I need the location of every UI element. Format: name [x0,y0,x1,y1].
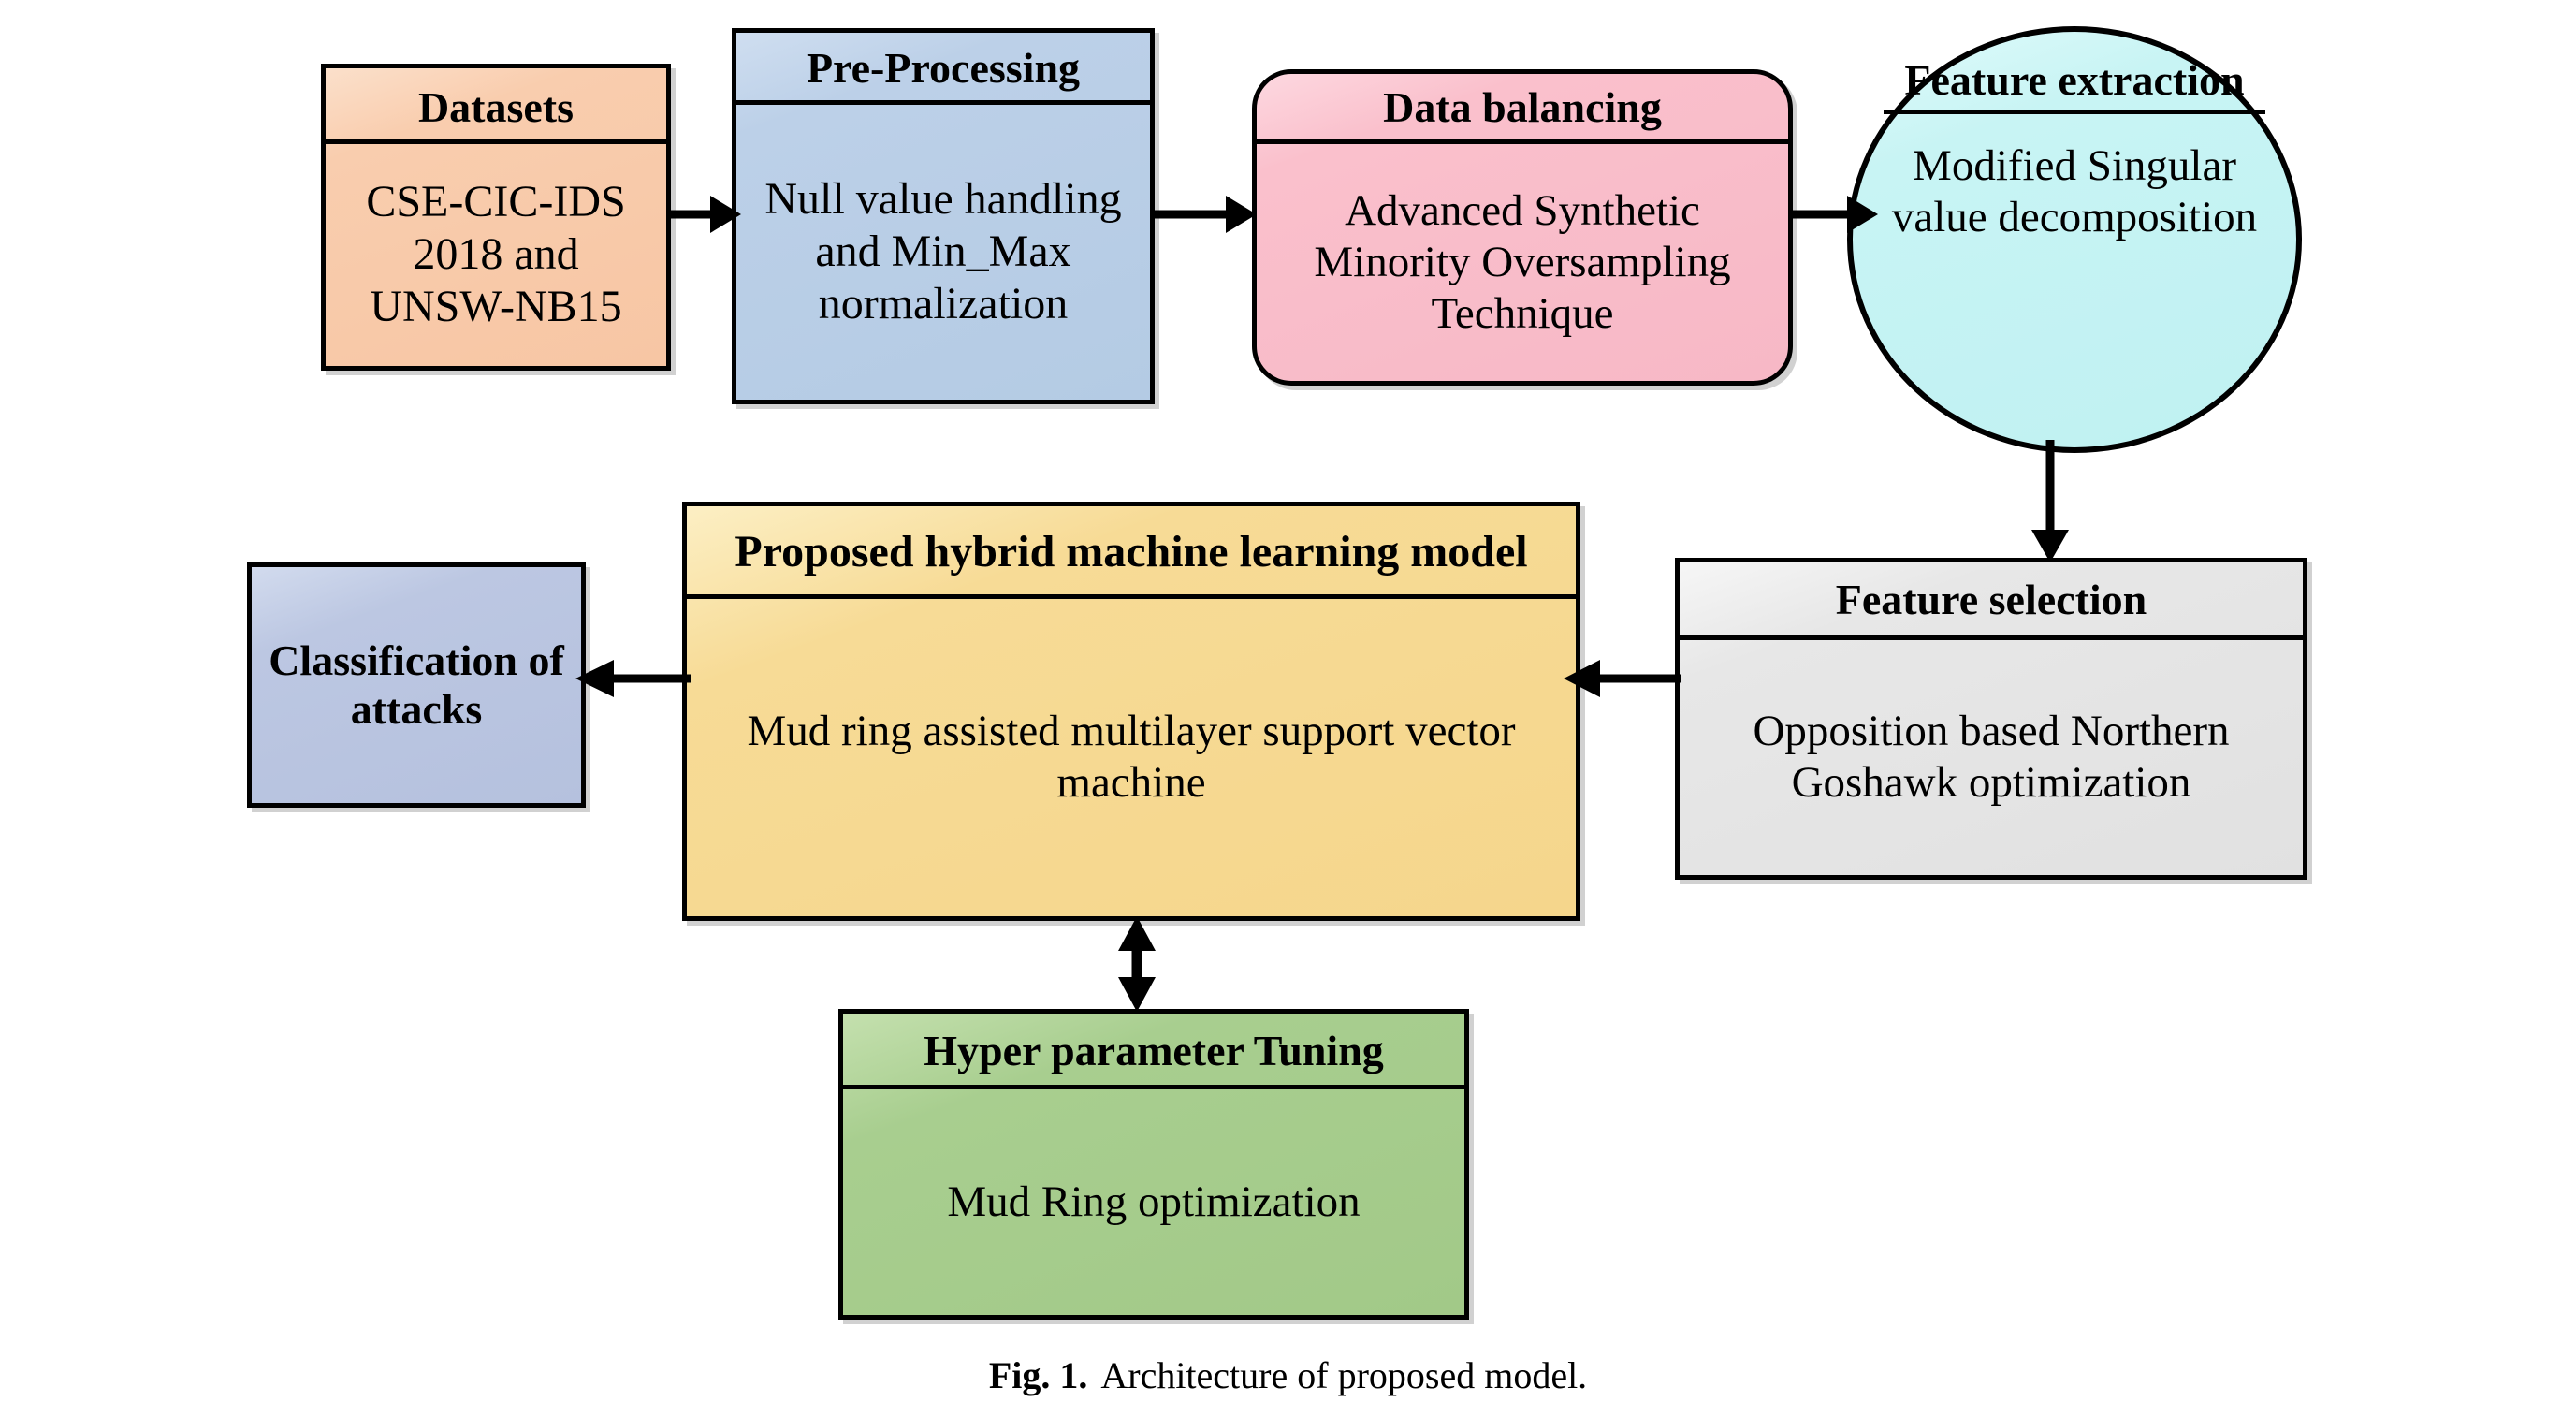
node-classification-title: Classification of attacks [269,636,564,733]
node-hybrid-model-title: Proposed hybrid machine learning model [735,527,1528,577]
node-feature-extraction-body: Modified Singular value decomposition [1891,140,2258,241]
figure-number: Fig. 1. [988,1354,1088,1396]
node-preprocessing-divider [736,99,1150,105]
node-preprocessing-title: Pre-Processing [806,44,1081,92]
arrow-preprocessing-to-data-balancing [1151,183,1258,245]
arrow-hybrid-model-to-classification [575,648,691,709]
node-feature-selection-body: Opposition based Northern Goshawk optimi… [1753,707,2230,808]
figure-caption: Fig. 1. Architecture of proposed model. [0,1353,2576,1398]
node-hybrid-model-divider [687,593,1576,599]
arrow-hybrid-model-hyperparameter-bidirectional [1106,915,1168,1013]
arrow-data-balancing-to-feature-extraction [1789,183,1879,245]
arrow-feature-selection-to-hybrid-model [1563,648,1681,709]
arrow-datasets-to-preprocessing [667,183,742,245]
node-datasets-divider [326,139,666,144]
node-hyperparameter-tuning[interactable]: Hyper parameter Tuning Mud Ring optimiza… [838,1009,1469,1320]
node-classification[interactable]: Classification of attacks [247,562,586,808]
node-feature-selection[interactable]: Feature selection Opposition based North… [1675,558,2307,880]
node-feature-extraction-title: Feature extraction [1904,56,2245,104]
node-datasets-title: Datasets [417,83,575,131]
node-data-balancing[interactable]: Data balancing Advanced Synthetic Minori… [1252,69,1793,386]
node-datasets-body: CSE-CIC-IDS 2018 and UNSW-NB15 [366,177,626,332]
node-hyperparameter-tuning-body: Mud Ring optimization [947,1176,1361,1226]
node-data-balancing-title: Data balancing [1383,83,1662,131]
node-feature-extraction[interactable]: Feature extraction Modified Singular val… [1847,26,2302,453]
node-hybrid-model-body: Mud ring assisted multilayer support vec… [747,707,1516,808]
node-feature-selection-divider [1680,635,2303,640]
figure-caption-text: Architecture of proposed model. [1100,1354,1588,1396]
node-datasets[interactable]: Datasets CSE-CIC-IDS 2018 and UNSW-NB15 [321,64,671,371]
node-data-balancing-divider [1257,139,1788,144]
node-data-balancing-body: Advanced Synthetic Minority Oversampling… [1314,185,1731,338]
node-feature-extraction-divider [1884,110,2265,114]
node-hybrid-model[interactable]: Proposed hybrid machine learning model M… [682,502,1580,921]
node-hyperparameter-tuning-divider [843,1084,1464,1089]
node-hyperparameter-tuning-title: Hyper parameter Tuning [924,1027,1384,1074]
node-feature-selection-title: Feature selection [1835,576,2147,623]
arrow-feature-extraction-to-feature-selection [2016,440,2084,563]
node-preprocessing-body: Null value handling and Min_Max normaliz… [764,174,1122,329]
node-preprocessing[interactable]: Pre-Processing Null value handling and M… [732,28,1155,404]
